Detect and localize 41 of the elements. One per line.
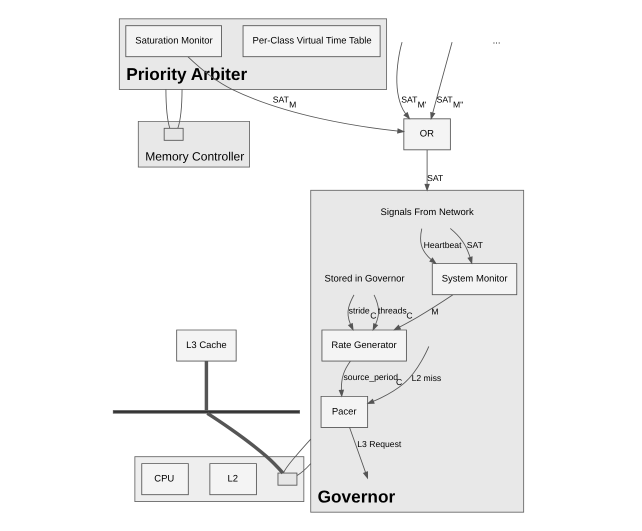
node-box — [163, 128, 184, 141]
arrow — [187, 56, 405, 134]
arrow — [396, 42, 410, 120]
arrow — [430, 42, 452, 120]
arrow — [347, 294, 354, 332]
node-box: L3 Cache — [176, 330, 236, 362]
cluster: Memory Controller — [137, 120, 250, 168]
arrow — [366, 346, 429, 404]
arrow — [424, 150, 430, 192]
connector — [176, 89, 182, 129]
label: ... — [492, 36, 500, 47]
edge-label: SAT — [466, 240, 482, 250]
arrow — [372, 294, 378, 332]
edge-label: L2 miss — [411, 372, 441, 383]
arrow — [392, 294, 453, 330]
node-box: CPU — [140, 463, 188, 496]
connector — [204, 361, 208, 410]
cluster — [134, 456, 304, 502]
node-box: System Monitor — [431, 263, 517, 296]
edge-label: SAT — [426, 172, 443, 183]
node-box: L2 — [208, 463, 256, 496]
node-box: Rate Generator — [321, 330, 406, 362]
connector — [296, 463, 311, 476]
node-text: Signals From Network — [380, 207, 474, 218]
edge-label: M — [430, 306, 438, 316]
connector — [282, 438, 311, 474]
node-bar — [112, 410, 300, 414]
node-box: Pacer — [320, 396, 368, 428]
edge-label: L3 Request — [356, 439, 401, 450]
connector — [164, 89, 170, 129]
node-text: Stored in Governor — [324, 274, 404, 285]
connector — [206, 412, 284, 474]
arrow — [420, 228, 436, 264]
arrow — [348, 427, 368, 480]
node-box: Per-Class Virtual Time Table — [242, 25, 380, 58]
arrow — [449, 228, 472, 265]
node-box: OR — [402, 118, 450, 150]
edge-label: Heartbeat — [423, 240, 461, 250]
arrow — [338, 360, 350, 398]
node-box — [277, 472, 297, 486]
node-box: Saturation Monitor — [124, 25, 222, 58]
